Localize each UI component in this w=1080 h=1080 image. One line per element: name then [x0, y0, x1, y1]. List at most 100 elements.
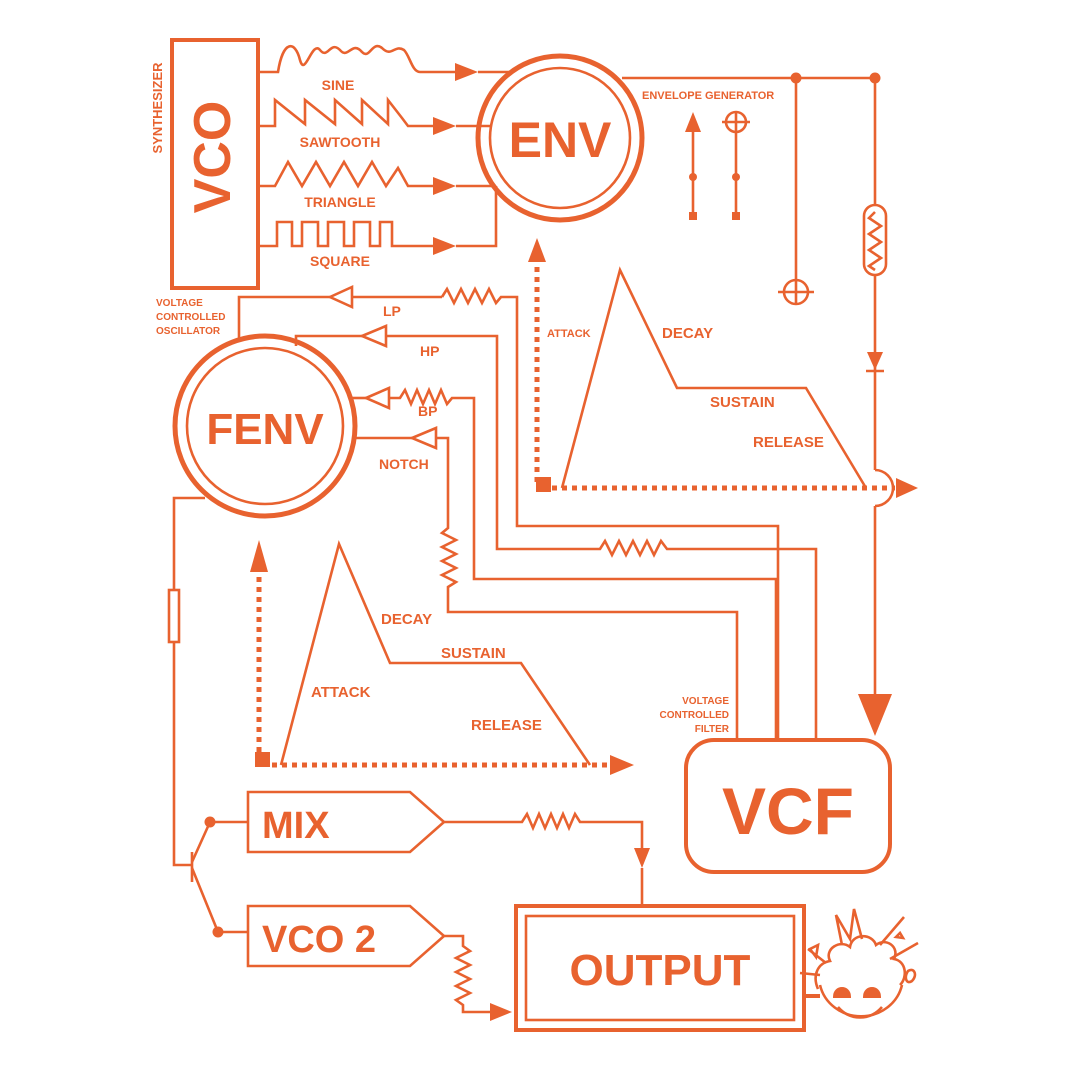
terminal-square [689, 212, 697, 220]
env-block: ENV ENVELOPE GENERATOR [475, 53, 774, 223]
left-eye [832, 987, 852, 998]
vcf-caption-line-2: CONTROLLED [660, 710, 729, 721]
wire [190, 820, 248, 863]
wire [190, 867, 248, 934]
vco2-label: VCO 2 [262, 919, 376, 961]
env-decay-label: DECAY [662, 325, 713, 342]
arrow-up-icon [685, 112, 701, 132]
wire [774, 577, 778, 740]
vcf-label: VCF [722, 774, 854, 848]
lp-resistor-wire [440, 286, 780, 740]
waveform-label-triangle: TRIANGLE [304, 194, 376, 210]
arrow-down-icon [634, 848, 650, 868]
axis-arrow-up-icon [250, 540, 268, 572]
vco-block: VCO SYNTHESIZER VOLTAGE CONTROLLED OSCIL… [150, 38, 260, 337]
vco2-box [246, 904, 446, 968]
axis-arrow-right-icon [610, 755, 634, 775]
fenv-release-label: RELEASE [471, 717, 542, 734]
buffer-triangle-icon [358, 324, 388, 348]
smile [837, 1006, 883, 1019]
vco-box [170, 38, 260, 290]
filter-hp: HP [294, 324, 818, 740]
debris [808, 930, 917, 984]
fenv-envelope-line [279, 540, 592, 766]
vco2-resistor-wire [444, 934, 492, 1014]
waveform-square: SQUARE [258, 186, 498, 269]
sawtooth-wave-icon [258, 96, 436, 128]
notch-resistor-wire [436, 436, 739, 740]
axis-arrow-right-icon [896, 478, 918, 498]
waveform-label-sine: SINE [322, 77, 355, 93]
wire [456, 186, 498, 248]
arrow-down-icon [858, 694, 892, 736]
fenv-attack-label: ATTACK [311, 684, 371, 701]
mix-label: MIX [262, 805, 330, 847]
resistor-zigzag [866, 211, 884, 272]
terminal-square [732, 212, 740, 220]
vco2-block: VCO 2 [246, 904, 512, 1021]
node-dot [732, 173, 740, 181]
arrow-icon [433, 237, 456, 255]
bp-resistor-wire [389, 386, 775, 581]
fenv-decay-label: DECAY [381, 611, 432, 628]
explosion-cloud [814, 934, 907, 990]
exploding-head-icon [799, 908, 919, 1019]
sine-wave-icon [258, 44, 460, 74]
filter-bp: BP [352, 386, 778, 740]
buffer-triangle-icon [362, 386, 391, 410]
node-dot [689, 173, 697, 181]
vco-caption-line-3: OSCILLATOR [156, 326, 221, 337]
filter-label-lp: LP [383, 303, 401, 319]
buffer-triangle-icon [326, 284, 354, 310]
fenv-block: FENV [172, 333, 358, 519]
left-feedback-wiring [167, 496, 248, 938]
waveform-sawtooth: SAWTOOTH [258, 96, 490, 150]
filter-label-notch: NOTCH [379, 456, 429, 472]
waveform-label-sawtooth: SAWTOOTH [300, 134, 381, 150]
diode-icon [867, 352, 883, 370]
square-wave-icon [258, 220, 436, 248]
vcf-box [684, 738, 892, 874]
output-label: OUTPUT [570, 946, 751, 995]
origin-square [536, 477, 551, 492]
origin-square [255, 752, 270, 767]
waveform-triangle: TRIANGLE [258, 159, 494, 210]
junction-dot [204, 816, 216, 828]
synthesizer-side-label: SYNTHESIZER [150, 62, 165, 154]
env-sustain-label: SUSTAIN [710, 394, 775, 411]
wire [172, 496, 205, 590]
vco-caption-line-2: CONTROLLED [156, 312, 225, 323]
output-block: OUTPUT [514, 904, 820, 1032]
right-eye [862, 987, 882, 998]
vcf-block: VCF VOLTAGE CONTROLLED FILTER [660, 696, 892, 874]
face-outline [818, 984, 904, 1018]
wire [294, 334, 362, 346]
triangle-wave-icon [258, 159, 436, 189]
vco-label: VCO [184, 101, 242, 214]
wire [172, 642, 192, 867]
hp-resistor-wire [386, 334, 818, 740]
env-output-wiring [622, 72, 895, 736]
fenv-adsr-graph: ATTACK DECAY SUSTAIN RELEASE [250, 540, 634, 775]
wire [237, 295, 330, 340]
mix-block: MIX [246, 790, 650, 906]
buffer-triangle-icon [408, 426, 438, 450]
vco-caption-line-1: VOLTAGE [156, 298, 203, 309]
filter-notch: NOTCH [352, 426, 739, 740]
axis-arrow-up-icon [528, 238, 546, 262]
waveform-label-square: SQUARE [310, 253, 370, 269]
filter-label-hp: HP [420, 343, 439, 359]
env-outer-ring [475, 53, 645, 223]
env-inner-ring [488, 66, 632, 210]
fenv-inner-ring [185, 346, 345, 506]
fenv-label: FENV [206, 405, 324, 454]
output-inner-box [524, 914, 796, 1022]
vcf-caption-line-3: FILTER [695, 724, 730, 735]
thermistor-icon [862, 203, 888, 277]
adsr-envelope-line [560, 266, 868, 489]
envelope-generator-caption: ENVELOPE GENERATOR [642, 90, 774, 102]
vcf-caption-line-1: VOLTAGE [682, 696, 729, 707]
env-adsr-graph: ATTACK DECAY SUSTAIN RELEASE [528, 238, 918, 498]
arrow-icon [455, 63, 478, 81]
